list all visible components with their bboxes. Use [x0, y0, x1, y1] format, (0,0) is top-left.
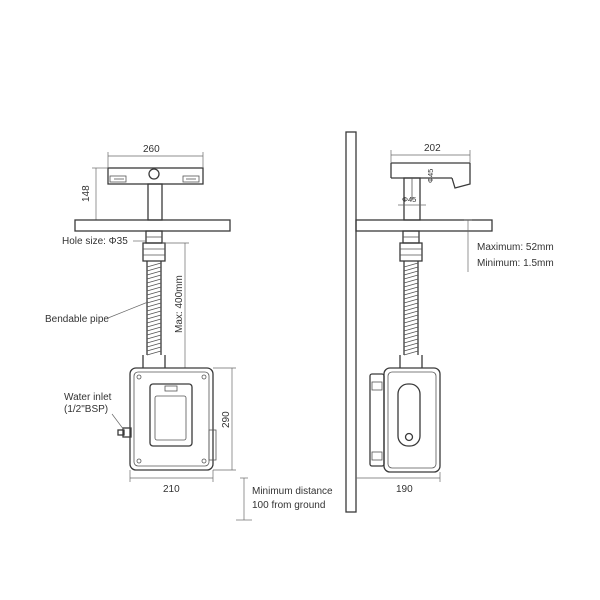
right-bendable-pipe	[399, 261, 423, 368]
right-phi-stem-label: Φ45	[402, 195, 416, 204]
right-dim-190: 190	[356, 472, 441, 495]
left-pipe-fitting	[142, 242, 166, 262]
right-phi-spout-label: Φ45	[426, 169, 435, 183]
right-dim-202: 202	[390, 143, 471, 163]
hole-size-label: Hole size: Φ35	[62, 236, 128, 247]
left-dim-210: 210	[129, 470, 214, 495]
min-distance-label-1: Minimum distance	[252, 486, 333, 497]
left-countertop	[74, 219, 231, 232]
wall	[345, 131, 357, 513]
left-bendable-pipe	[142, 261, 166, 368]
left-faucet-head	[107, 167, 204, 221]
left-control-box	[129, 367, 217, 471]
left-dim-290: 290	[213, 367, 236, 471]
left-dim-260: 260	[107, 144, 204, 168]
thickness-min-label: Minimum: 1.5mm	[477, 258, 554, 269]
box-height-label: 290	[221, 411, 232, 428]
right-control-box	[369, 367, 441, 473]
left-dim-260-label: 260	[143, 144, 160, 155]
bendable-pipe-label: Bendable pipe	[45, 314, 109, 325]
box-width-label: 210	[163, 484, 180, 495]
min-distance-label-2: 100 from ground	[252, 500, 325, 511]
max-length-label: Max: 400mm	[174, 275, 185, 333]
water-inlet-label-2: (1/2"BSP)	[64, 404, 108, 415]
thickness-max-label: Maximum: 52mm	[477, 242, 554, 253]
right-countertop	[355, 219, 493, 232]
right-dim-202-label: 202	[424, 143, 441, 154]
min-distance-marker	[236, 477, 252, 521]
right-pipe-fitting	[399, 242, 423, 262]
right-thickness-dim	[464, 219, 472, 272]
left-water-inlet	[117, 427, 132, 438]
left-dim-max-400: Max: 400mm	[162, 242, 189, 368]
left-dim-148-label: 148	[81, 185, 92, 202]
right-box-width-label: 190	[396, 484, 413, 495]
water-inlet-label-1: Water inlet	[64, 392, 112, 403]
